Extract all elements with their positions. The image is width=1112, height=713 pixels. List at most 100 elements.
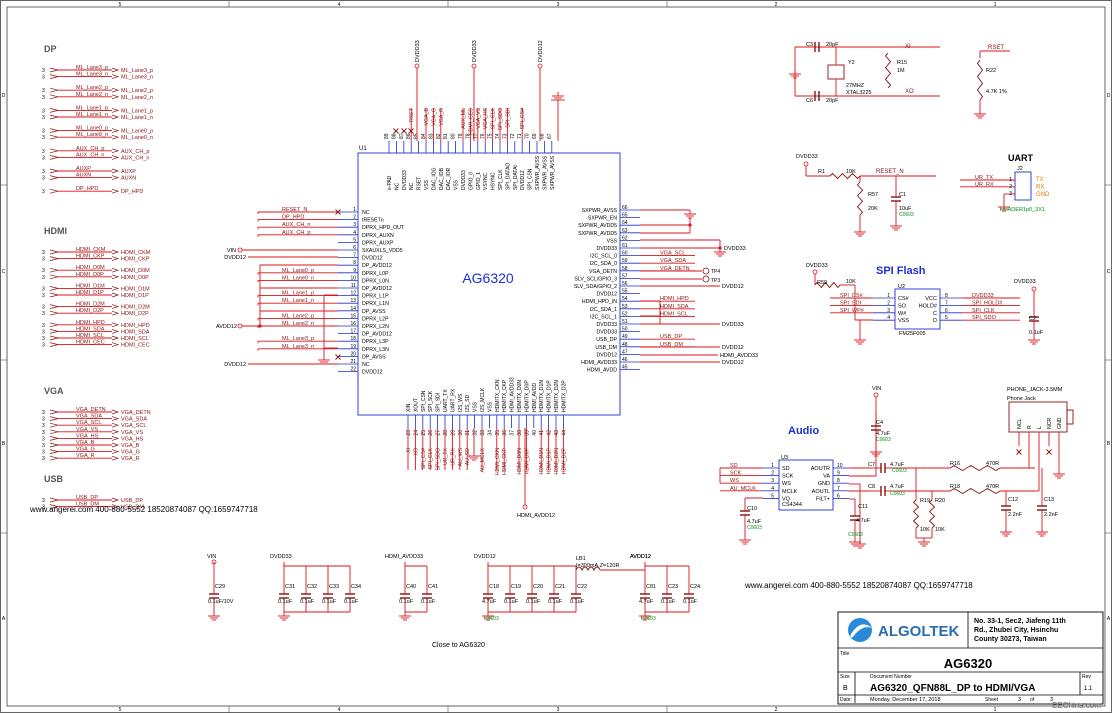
pin-name: DVDD12 bbox=[597, 352, 618, 358]
pin-number: 55 bbox=[622, 289, 628, 295]
no-connect-mark bbox=[335, 354, 341, 360]
pin-name: DPRX_L1P bbox=[362, 294, 389, 300]
net-label: SPI_CS# bbox=[840, 293, 864, 299]
net-label: HDMI_D2N bbox=[554, 448, 560, 475]
net-label: ML_Lane1_p bbox=[282, 291, 314, 297]
net-label: SPI_SDI bbox=[505, 108, 511, 128]
net-label: VGA_SDA bbox=[76, 414, 102, 420]
pin-number: 71 bbox=[517, 133, 523, 139]
pin-name: CS# bbox=[898, 296, 910, 302]
net-label: XI bbox=[406, 448, 412, 453]
border-col-label: 3 bbox=[557, 2, 560, 8]
part-ref: R15 bbox=[897, 60, 907, 66]
jack-pin-name: L bbox=[1037, 426, 1043, 429]
sheet-ref: 3 bbox=[42, 456, 45, 462]
header-pin-name: GND bbox=[1036, 192, 1050, 198]
port-arrow bbox=[49, 436, 59, 441]
pin-name: DPRX_L3N bbox=[362, 347, 389, 353]
power-label: VIN bbox=[227, 248, 236, 254]
port-arrow bbox=[49, 449, 59, 454]
annotation-note: Close to AG6320 bbox=[432, 642, 485, 649]
net-label: HDMI_SDA bbox=[660, 304, 689, 310]
no-connect-mark bbox=[408, 128, 414, 134]
net-label: VGA_B bbox=[424, 107, 430, 125]
titleblock-label: of bbox=[1030, 697, 1035, 703]
document-title: AG6320 bbox=[944, 656, 992, 671]
net-label: XI bbox=[905, 44, 911, 50]
port-label: HDMI_CKM bbox=[121, 250, 151, 256]
net-label: VGA_B bbox=[76, 440, 95, 446]
pin-number: 4 bbox=[353, 230, 356, 236]
part-ref: R22 bbox=[986, 68, 996, 74]
net-label: USB_DM bbox=[660, 342, 683, 348]
power-label: HDMI_AVDD33 bbox=[385, 554, 423, 560]
part-package: C0603 bbox=[848, 532, 863, 538]
net-label: UR_RX bbox=[975, 182, 994, 188]
pin-name: I2C_SCL_0 bbox=[590, 254, 617, 260]
no-connect-mark bbox=[401, 128, 407, 134]
port-arrow bbox=[111, 67, 120, 73]
pin-name: SPI_DATAI bbox=[513, 165, 519, 190]
part-ref: R1 bbox=[818, 169, 825, 175]
pin-name: GND bbox=[818, 481, 830, 487]
pin-number: 7 bbox=[837, 486, 840, 492]
part-value: 20pF bbox=[826, 42, 839, 48]
pin-number: 3 bbox=[1009, 191, 1012, 197]
part-value: 20K bbox=[868, 206, 878, 212]
net-label: SPI_SDI bbox=[840, 300, 862, 306]
pin-name: D bbox=[933, 318, 937, 324]
section-title: Audio bbox=[788, 425, 819, 437]
net-label: AUXN bbox=[76, 173, 91, 179]
net-label: ML_Lane3_n bbox=[76, 72, 108, 78]
pin-number: 1 bbox=[1009, 177, 1012, 183]
part-ref: C4 bbox=[876, 420, 883, 426]
sheet-ref: 3 bbox=[42, 155, 45, 161]
net-label: ML_Lane0_n bbox=[76, 132, 108, 138]
net-label: ML_Lane0_p bbox=[282, 268, 314, 274]
net-label: SPI_WP# bbox=[840, 308, 865, 314]
net-label: VGA_G bbox=[431, 108, 437, 126]
power-port bbox=[812, 269, 818, 275]
pin-number: 53 bbox=[622, 304, 628, 310]
part-ref: C31 bbox=[285, 584, 295, 590]
pin-number: 70 bbox=[525, 133, 531, 139]
power-label: DVDD33 bbox=[1014, 279, 1036, 285]
pin-number: 65 bbox=[622, 213, 628, 219]
pin-number: 19 bbox=[350, 344, 356, 350]
pin-number: 40 bbox=[532, 430, 538, 436]
sheet-ref: 3 bbox=[42, 169, 45, 175]
port-arrow bbox=[111, 128, 120, 133]
part-ref: PHONE_JACK-3.5MM bbox=[1007, 387, 1063, 393]
port-arrow bbox=[49, 292, 59, 298]
pin-number: 48 bbox=[622, 342, 628, 348]
port-arrow bbox=[111, 442, 120, 448]
part-ref: C11 bbox=[858, 504, 868, 510]
titleblock-label: Title bbox=[840, 651, 849, 657]
pin-name: I2C_SDA_0 bbox=[590, 261, 618, 267]
pin-number: 78 bbox=[465, 133, 471, 139]
pin-name: I2S_SD bbox=[465, 394, 471, 412]
net-label: AUX_CH_n bbox=[282, 222, 310, 228]
no-connect-mark bbox=[335, 209, 341, 215]
part-value: 0.1uF bbox=[399, 599, 414, 605]
part-ref: C24 bbox=[690, 584, 700, 590]
pin-name: HSYNC bbox=[491, 172, 497, 190]
pin-name: XIN bbox=[406, 403, 412, 412]
port-arrow bbox=[49, 329, 59, 334]
power-label: DVDD12 bbox=[538, 40, 544, 62]
resistor bbox=[829, 172, 861, 180]
power-port bbox=[522, 504, 528, 510]
header-pin-name: TX bbox=[1036, 177, 1044, 183]
port-label: AUXP bbox=[121, 169, 136, 175]
sheet-ref: 3 bbox=[42, 436, 45, 442]
port-arrow bbox=[49, 256, 59, 261]
port-arrow bbox=[49, 310, 59, 316]
net-label: XO bbox=[905, 89, 914, 95]
pin-name: GPIO_1 bbox=[476, 172, 482, 190]
sheet-ref: 3 bbox=[42, 417, 45, 423]
net-label: SPI_SDO bbox=[498, 108, 504, 131]
net-label: DVDD33 bbox=[972, 293, 994, 299]
part-ref: C2 bbox=[1029, 316, 1036, 322]
pin-number: 2 bbox=[1009, 184, 1012, 190]
port-arrow bbox=[111, 304, 120, 309]
